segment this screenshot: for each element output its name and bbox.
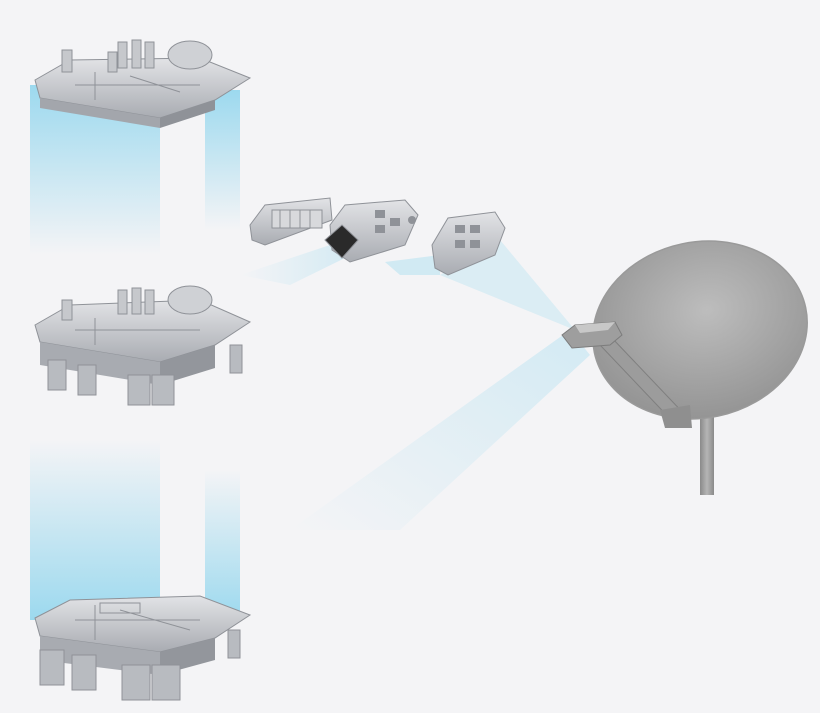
waveguide-part-3 [431, 211, 506, 276]
lnb-middle-housing [34, 285, 252, 406]
satellite-dish [561, 240, 808, 495]
lnb-top-housing [34, 39, 252, 128]
waveguide-part-2 [324, 199, 419, 263]
feed-light-beams [240, 240, 590, 530]
waveguide-part-1 [249, 197, 333, 246]
bottom-housing-light-beams [30, 440, 240, 620]
lnb-bottom-housing [34, 595, 252, 701]
